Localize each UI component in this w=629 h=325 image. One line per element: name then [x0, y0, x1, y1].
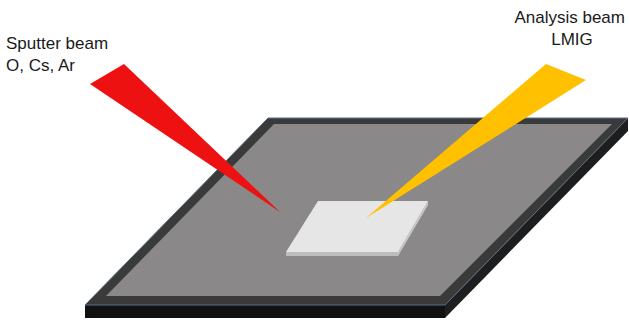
- sputter-beam-label: Sputter beam: [6, 34, 108, 54]
- slab-front: [85, 305, 445, 318]
- sputter-beam-label: O, Cs, Ar: [6, 56, 75, 76]
- sputter-beam: [90, 64, 280, 212]
- sample-edge: [286, 252, 398, 256]
- analysis-beam-label: Analysis beam: [514, 8, 625, 28]
- analysis-beam: [366, 64, 586, 218]
- sample: [286, 201, 428, 252]
- substrate-face: [106, 124, 612, 296]
- substrate-rim: [85, 118, 628, 305]
- analysis-beam-label: LMIG: [551, 30, 593, 50]
